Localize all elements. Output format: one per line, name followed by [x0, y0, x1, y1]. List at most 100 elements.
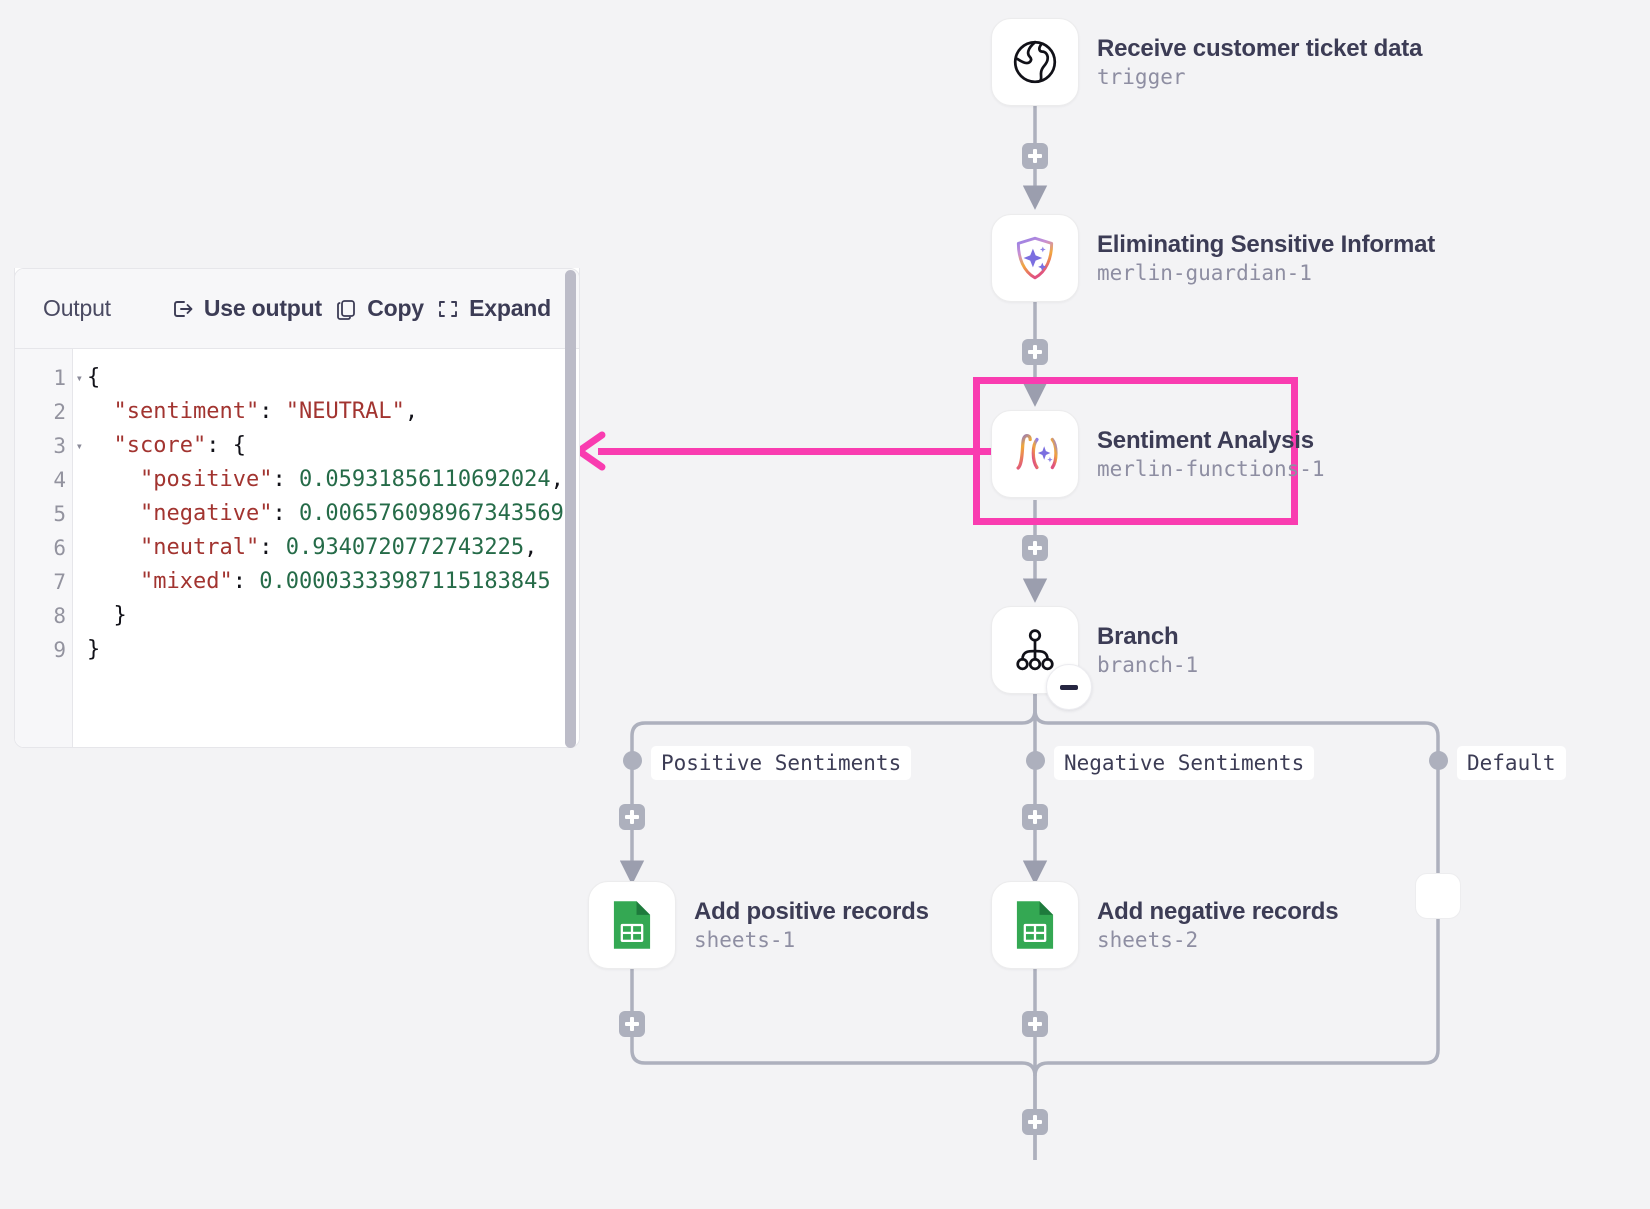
line-number: 8 [53, 604, 66, 628]
copy-button[interactable]: Copy [334, 295, 424, 322]
flow-node-sheets-1[interactable]: Add positive records sheets-1 [588, 881, 929, 969]
google-sheets-icon [1016, 901, 1054, 949]
copy-label: Copy [367, 295, 424, 321]
code-token-key: "negative" [139, 501, 273, 526]
code-line: "mixed": 0.00003333987115183845 [87, 565, 579, 599]
sparkle-shield-icon [1016, 236, 1054, 280]
expand-button[interactable]: Expand [436, 295, 551, 322]
output-panel: Output Use output Copy [14, 268, 580, 748]
code-fold-toggle-icon[interactable]: ▾ [75, 439, 83, 453]
code-line: } [87, 633, 579, 667]
code-line: "sentiment": "NEUTRAL", [87, 395, 579, 429]
node-icon-chip [991, 881, 1079, 969]
line-number: 6 [53, 536, 66, 560]
branch-handle-default[interactable] [1429, 751, 1448, 770]
code-token-punct: , [524, 535, 538, 560]
globe-icon [1013, 40, 1057, 84]
node-subtitle: merlin-functions-1 [1097, 457, 1325, 481]
code-token-punct: : [272, 467, 299, 492]
branch-handle-positive[interactable] [623, 751, 642, 770]
line-number: 5 [53, 502, 66, 526]
branch-label-negative[interactable]: Negative Sentiments [1054, 746, 1315, 780]
branch-label-default[interactable]: Default [1457, 746, 1566, 780]
panel-vertical-scrollbar[interactable] [565, 270, 576, 748]
code-token-punct: : [232, 569, 260, 594]
node-subtitle: merlin-guardian-1 [1097, 261, 1312, 285]
code-token-punct: { [87, 365, 101, 390]
flow-node-branch[interactable]: Branch branch-1 [991, 606, 1198, 694]
empty-placeholder-node[interactable] [1415, 873, 1461, 919]
flow-node-guardian[interactable]: Eliminating Sensitive Informat merlin-gu… [991, 214, 1435, 302]
node-subtitle: sheets-2 [1097, 928, 1199, 952]
code-line: { [87, 361, 579, 395]
flow-node-sheets-2[interactable]: Add negative records sheets-2 [991, 881, 1339, 969]
code-token-punct: , [550, 467, 564, 492]
annotation-arrow-shaft [598, 448, 1000, 455]
node-subtitle: branch-1 [1097, 653, 1199, 677]
node-subtitle: sheets-1 [694, 928, 796, 952]
add-step-button-after-sheets1[interactable] [619, 1011, 645, 1037]
copy-icon [337, 299, 356, 320]
line-number: 9 [53, 638, 66, 662]
code-line: } [87, 599, 579, 633]
code-line: "negative": 0.006576098967343569, [87, 497, 579, 531]
add-step-button-after-merge[interactable] [1022, 1109, 1048, 1135]
node-title: Receive customer ticket data [1097, 35, 1423, 62]
code-token-num: 0.00003333987115183845 [259, 569, 551, 594]
node-text-block: Receive customer ticket data trigger [1097, 35, 1422, 89]
code-token-punct: : [272, 501, 299, 526]
node-text-block: Branch branch-1 [1097, 623, 1198, 677]
code-token-num: 0.05931856110692024 [298, 467, 551, 492]
add-step-button-sentiment-branch[interactable] [1022, 535, 1048, 561]
code-token-key: "mixed" [139, 569, 233, 594]
function-sparkle-icon [1016, 434, 1058, 470]
output-panel-title: Output [43, 295, 111, 321]
expand-label: Expand [469, 295, 551, 321]
code-token-key: "positive" [139, 467, 273, 492]
use-output-label: Use output [203, 295, 322, 321]
code-token-key: "neutral" [139, 535, 260, 560]
line-number: 4 [53, 468, 66, 492]
code-line: "positive": 0.05931856110692024, [87, 463, 579, 497]
node-icon-chip [991, 410, 1079, 498]
add-step-button-trigger-guardian[interactable] [1022, 143, 1048, 169]
minus-icon [1060, 684, 1078, 690]
google-sheets-icon [613, 901, 651, 949]
add-step-button-guardian-sentiment[interactable] [1022, 339, 1048, 365]
node-text-block: Add positive records sheets-1 [694, 898, 929, 952]
line-number: 2 [53, 400, 66, 424]
branch-collapse-button[interactable] [1046, 664, 1092, 710]
node-text-block: Sentiment Analysis merlin-functions-1 [1097, 427, 1325, 481]
branch-label-positive[interactable]: Positive Sentiments [651, 746, 912, 780]
code-token-punct: , [404, 399, 419, 424]
node-title: Add positive records [694, 898, 929, 925]
code-fold-toggle-icon[interactable]: ▾ [75, 371, 83, 385]
code-token-num: 0.9340720772743225 [285, 535, 525, 560]
code-token-punct: : [259, 399, 286, 424]
add-step-button-negative-branch[interactable] [1022, 804, 1048, 830]
line-number: 7 [53, 570, 66, 594]
node-title: Branch [1097, 623, 1179, 650]
code-line: "neutral": 0.9340720772743225, [87, 531, 579, 565]
node-title: Sentiment Analysis [1097, 427, 1314, 454]
code-token-punct: : [259, 535, 286, 560]
node-icon-chip [991, 18, 1079, 106]
expand-corners-icon [439, 300, 458, 317]
line-number: 3▾ [15, 429, 83, 463]
code-token-num: 0.006576098967343569 [298, 501, 564, 526]
code-token-punct: } [113, 603, 127, 628]
node-subtitle: trigger [1097, 65, 1186, 89]
node-icon-chip [588, 881, 676, 969]
code-token-key: "sentiment" [113, 399, 260, 424]
code-token-key: "score" [113, 433, 207, 458]
add-step-button-positive-branch[interactable] [619, 804, 645, 830]
use-output-button[interactable]: Use output [171, 295, 322, 322]
node-title: Eliminating Sensitive Informat [1097, 231, 1436, 258]
branch-handle-negative[interactable] [1026, 751, 1045, 770]
code-content[interactable]: { "sentiment": "NEUTRAL", "score": { "po… [73, 349, 579, 747]
add-step-button-after-sheets2[interactable] [1022, 1011, 1048, 1037]
flow-node-trigger[interactable]: Receive customer ticket data trigger [991, 18, 1422, 106]
flow-node-sentiment-analysis[interactable]: Sentiment Analysis merlin-functions-1 [991, 410, 1325, 498]
